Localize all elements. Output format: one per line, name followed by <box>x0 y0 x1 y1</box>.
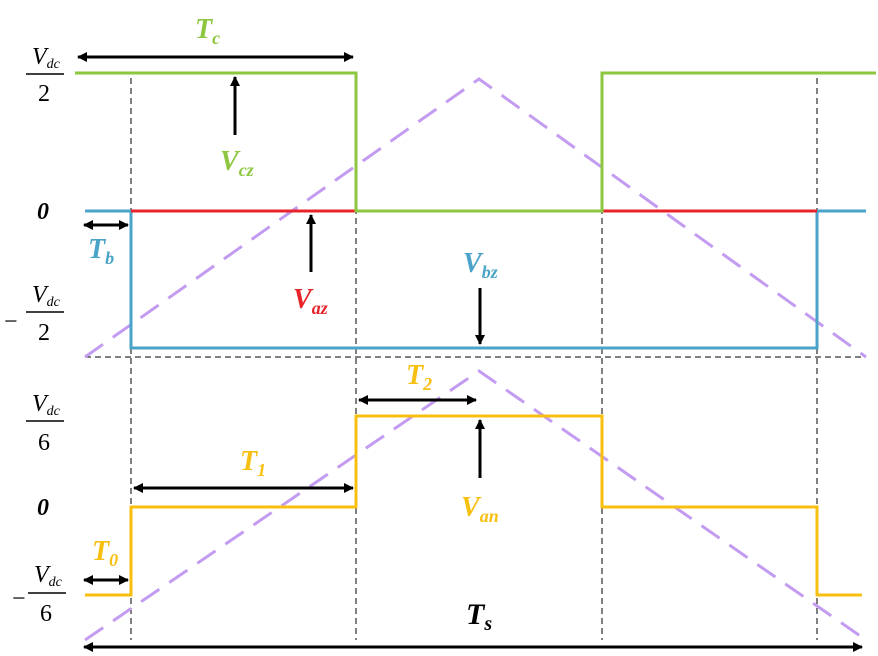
svg-text:2: 2 <box>38 320 50 346</box>
axis-label-top-minus: − Vdc 2 <box>4 282 64 346</box>
vbz-waveform <box>85 209 866 350</box>
svg-text:Vdc: Vdc <box>34 562 63 590</box>
carrier-triangle-top <box>84 77 867 359</box>
ts-label: Ts <box>466 598 492 635</box>
axis-label-bottom-minus: − Vdc 6 <box>12 562 66 627</box>
t1-label: T1 <box>240 446 266 480</box>
svg-text:6: 6 <box>40 601 52 627</box>
tb-label: Tb <box>88 234 114 268</box>
van-label: Van <box>461 492 499 526</box>
axis-label-top-zero: 0 <box>37 199 49 225</box>
t2-label: T2 <box>406 360 432 394</box>
tc-label: Tc <box>195 14 220 48</box>
vcz-label: Vcz <box>220 146 254 180</box>
svg-text:Vdc: Vdc <box>32 282 61 310</box>
svg-text:−: − <box>12 586 26 612</box>
axis-label-bottom-plus: Vdc 6 <box>26 391 64 456</box>
carrier-triangle-bottom <box>84 369 867 642</box>
svg-text:Vdc: Vdc <box>32 44 61 72</box>
t0-label: T0 <box>92 536 118 570</box>
svg-text:2: 2 <box>38 81 50 107</box>
van-waveform <box>85 414 862 597</box>
svg-text:Vdc: Vdc <box>32 391 61 419</box>
vbz-label: Vbz <box>463 248 498 282</box>
svg-text:−: − <box>4 309 18 335</box>
svg-text:6: 6 <box>38 430 50 456</box>
axis-label-top-plus: Vdc 2 <box>26 44 64 107</box>
vaz-label: Vaz <box>293 284 328 318</box>
axis-label-bottom-zero: 0 <box>37 495 49 521</box>
guide-lines <box>85 78 866 640</box>
vcz-waveform <box>75 71 876 213</box>
